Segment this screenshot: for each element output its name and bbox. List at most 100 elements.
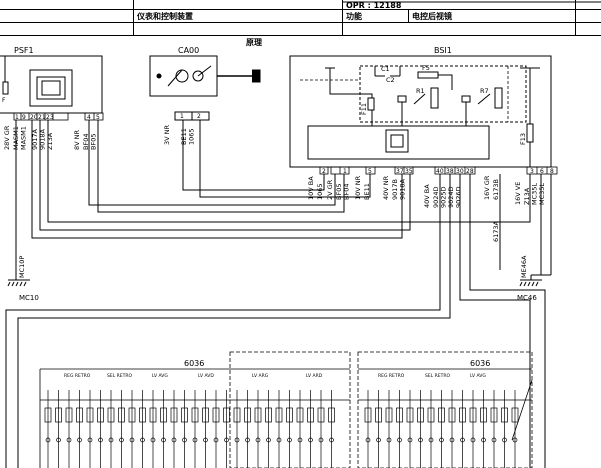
- terminal-node: [119, 437, 124, 443]
- bsi1-pin-8: 8: [550, 168, 554, 175]
- terminal-node: [439, 437, 444, 443]
- terminal-connector: [448, 407, 456, 423]
- module-6036-right: [357, 351, 533, 468]
- terminal-connector: [160, 407, 167, 423]
- terminal-connector: [364, 407, 372, 423]
- ca00-label: CA00: [178, 46, 199, 55]
- psf1-conn1-wires: MASM1MASM1: [12, 126, 27, 150]
- terminal-node: [318, 437, 324, 443]
- terminal-connector: [396, 407, 403, 423]
- terminal-connector: [170, 407, 178, 423]
- terminal-node: [449, 437, 455, 443]
- wire-harness: [4, 56, 552, 468]
- terminal-connector: [86, 407, 94, 423]
- bsi1-pin-35: 35: [405, 168, 413, 175]
- diagram-title: 原理: [246, 38, 262, 47]
- left-section-lv-avg: LV AVG: [152, 373, 168, 379]
- ca00-switch: [149, 55, 261, 121]
- terminal-node: [77, 437, 82, 443]
- terminal-connector: [128, 407, 136, 423]
- terminal-connector: [317, 407, 325, 423]
- terminal-node: [129, 437, 135, 443]
- bsi1-label: BSI1: [434, 46, 452, 55]
- psf1-pin-9: 9: [22, 114, 26, 121]
- bsi1-pin-5: 5: [368, 168, 372, 175]
- terminal-connector: [254, 407, 262, 423]
- terminal-node: [470, 437, 476, 443]
- terminal-connector: [459, 407, 466, 423]
- terminal-connector: [275, 407, 283, 423]
- bsi1-conn-d-wires: 9017B9018A: [391, 178, 406, 200]
- terminal-connector: [480, 407, 487, 423]
- bsi1-pin-38: 38: [446, 168, 454, 175]
- bsi1-conn-e-wires: 9024D9025D9024D9026D: [432, 186, 462, 208]
- terminal-connector: [328, 407, 335, 423]
- terminal-connector: [191, 407, 199, 423]
- terminal-connector: [233, 407, 241, 423]
- terminal-node: [365, 437, 371, 443]
- terminal-connector: [139, 407, 146, 423]
- ca00-conn-label: 3V NR: [163, 124, 171, 145]
- psf1-pin-1: 1: [15, 114, 19, 121]
- terminal-node: [150, 437, 156, 443]
- terminal-node: [386, 437, 392, 443]
- terminal-node: [376, 437, 381, 443]
- function-label: 功能: [346, 11, 362, 21]
- terminal-connector: [469, 407, 477, 423]
- terminal-connector: [490, 407, 498, 423]
- bsi1-conn-a-wire: 1065: [316, 183, 324, 200]
- left-section-lv-arg: LV ARG: [252, 373, 269, 379]
- terminal-connector: [438, 407, 445, 423]
- terminal-node: [140, 437, 145, 443]
- terminal-node: [161, 437, 166, 443]
- terminal-connector: [118, 407, 125, 423]
- terminal-node: [213, 437, 219, 443]
- bsi1-cap-c2: C2: [386, 76, 395, 84]
- psf1-fuse-label: F: [2, 97, 6, 104]
- right-section-sel-retro: SEL RETRO: [425, 373, 450, 379]
- terminal-node: [491, 437, 497, 443]
- terminal-node: [512, 437, 518, 443]
- terminal-connector: [417, 407, 424, 423]
- terminal-node: [224, 437, 229, 443]
- terminal-node: [171, 437, 177, 443]
- bsi1-pin-3: 3: [530, 168, 534, 175]
- psf1-conn1-label: 28V GR: [3, 125, 11, 150]
- terminal-node: [276, 437, 282, 443]
- terminal-connector: [244, 407, 251, 423]
- terminal-node: [266, 437, 271, 443]
- terminal-connector: [427, 407, 435, 423]
- bsi1-conn-c-label: 10V NR: [354, 175, 362, 200]
- bsi1-conn-b-label: 2V GR: [326, 179, 334, 200]
- terminal-connector: [307, 407, 314, 423]
- bsi1-conn-c-wire: BE11: [363, 183, 371, 200]
- terminal-node: [45, 437, 51, 443]
- bsi1-conn-d-label: 40V NR: [382, 175, 390, 200]
- left-section-reg-retro: REG RETRO: [64, 373, 91, 379]
- terminal-node: [66, 437, 72, 443]
- bsi1-pin-37: 37: [396, 168, 404, 175]
- bsi1-pin-6: 6: [540, 168, 544, 175]
- terminal-connector: [107, 407, 115, 423]
- opr-code: OPR : 12188: [346, 1, 402, 10]
- bsi1-conn-f-wire: 6173B: [492, 179, 500, 200]
- terminal-node: [397, 437, 402, 443]
- terminal-connector: [406, 407, 414, 423]
- ca00-pin-2: 2: [197, 113, 201, 120]
- terminal-connector: [296, 407, 304, 423]
- terminal-node: [481, 437, 486, 443]
- terminal-node: [203, 437, 208, 443]
- terminal-node: [245, 437, 250, 443]
- terminal-connector: [97, 407, 104, 423]
- terminal-node: [297, 437, 303, 443]
- bsi1-pin-1: 1: [343, 168, 347, 175]
- terminal-connector: [44, 407, 52, 423]
- header-table: [0, 0, 601, 36]
- terminal-node: [428, 437, 434, 443]
- bsi1-relay-r1: R1: [416, 87, 425, 95]
- bsi1-pin-30: 30: [456, 168, 464, 175]
- psf1-module: [0, 55, 103, 114]
- terminal-connector: [265, 407, 272, 423]
- bsi1-cap-c1: C1: [381, 65, 390, 73]
- bsi1-pin-28: 28: [466, 168, 474, 175]
